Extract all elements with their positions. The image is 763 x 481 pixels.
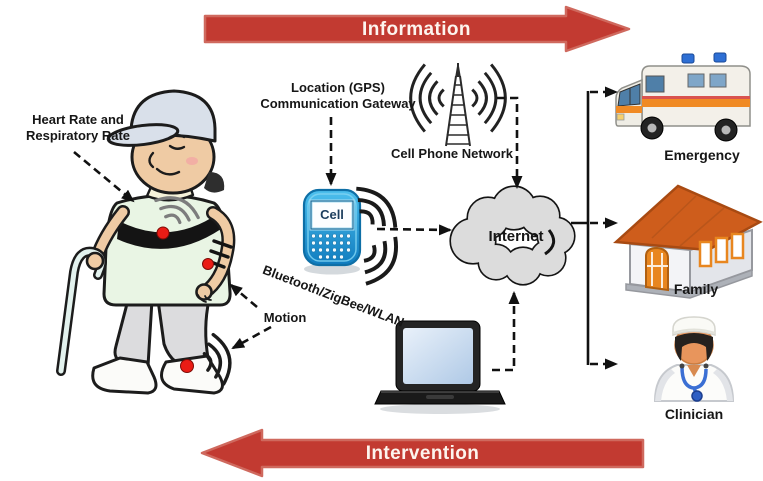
ambulance-icon: [615, 52, 751, 142]
arm-motion-sensor: [195, 206, 236, 303]
house-icon: [613, 184, 763, 299]
laptop-icon: [374, 320, 506, 414]
information-banner-label: Information: [362, 19, 471, 40]
vitals-label-line2: Respiratory Rate: [25, 128, 131, 143]
vitals-label-line1: Heart Rate and: [32, 112, 124, 127]
connector-vitals-to-chest: [73, 150, 135, 203]
emergency-label: Emergency: [664, 147, 740, 163]
clinician-label: Clinician: [664, 406, 724, 422]
blush: [186, 157, 198, 165]
connector-motion-to-ankle: [231, 325, 272, 350]
phone-keypad: [311, 233, 351, 260]
connectors: [73, 86, 618, 372]
gateway-label-line2: Communication Gateway: [260, 96, 416, 111]
patient-head: [106, 89, 225, 195]
ambulance-light: [713, 52, 727, 63]
ankle-motion-sensor: [180, 330, 237, 389]
doctor-icon: [653, 316, 735, 402]
internet-label: Internet: [488, 228, 544, 245]
motion-sensor-label: Motion: [263, 310, 307, 325]
connector-laptop-to-internet: [492, 291, 520, 372]
stethoscope-icon: [679, 363, 709, 402]
cell-phone-network-label: Cell Phone Network: [390, 146, 514, 161]
vitals-sensor-label: Heart Rate and Respiratory Rate: [8, 112, 148, 144]
connector-phone-to-internet: [376, 224, 452, 236]
arm-sensor-dot: [202, 258, 214, 270]
gateway-label-line1: Location (GPS): [291, 80, 385, 95]
patient-figure: [56, 89, 237, 395]
phone-screen-text: Cell: [320, 207, 344, 222]
intervention-banner-label: Intervention: [365, 443, 480, 464]
gateway-label: Location (GPS) Communication Gateway: [248, 80, 428, 112]
cell-tower-icon: [409, 62, 507, 147]
doctor-hair: [675, 333, 713, 361]
chest-strap-sensor: [117, 213, 221, 249]
cell-phone-icon: [302, 188, 362, 275]
internet-cloud: [449, 185, 576, 286]
connector-tower-to-internet: [497, 96, 523, 189]
closed-eye: [167, 134, 186, 150]
information-arrow: [203, 5, 631, 53]
heart-rate-sensor-dot: [156, 226, 170, 240]
cap-brim: [106, 123, 180, 147]
connector-internet-branch-line: [571, 91, 590, 365]
house-windows: [698, 232, 745, 268]
intervention-arrow: [200, 428, 645, 478]
ankle-sensor-dot: [180, 359, 194, 373]
connector-motion-to-arm: [229, 283, 258, 308]
phone-radio-waves-down-icon: [352, 227, 408, 293]
ambulance-light: [681, 53, 695, 64]
family-label: Family: [673, 281, 719, 297]
